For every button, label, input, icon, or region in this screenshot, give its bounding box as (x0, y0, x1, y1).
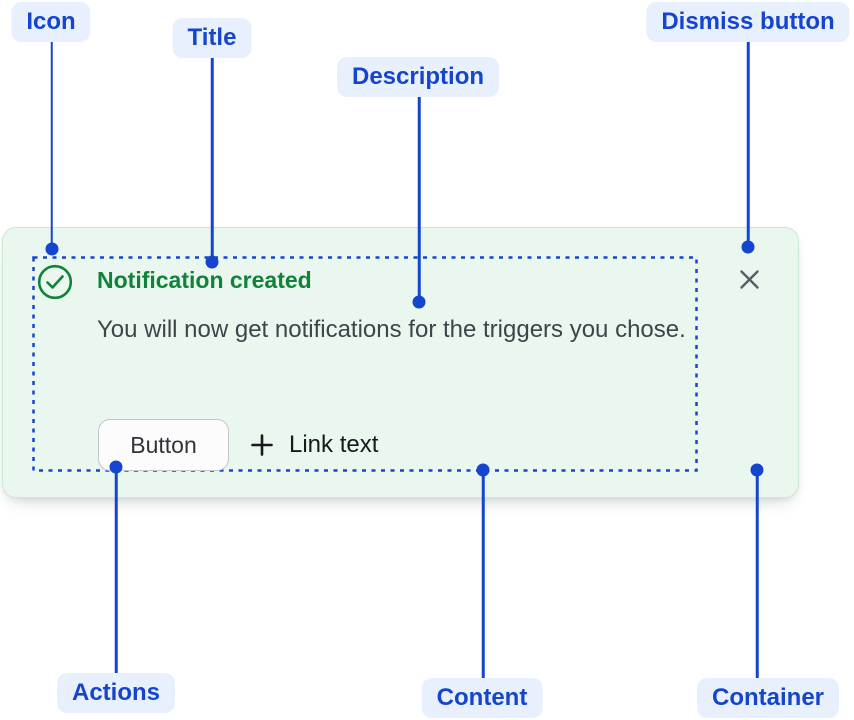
annotation-label-container: Container (696, 678, 840, 718)
connector-line-description (417, 96, 421, 302)
connector-dot-content (476, 463, 490, 477)
connector-dot-description (412, 295, 426, 309)
connector-line-actions (114, 467, 118, 673)
connector-dot-dismiss (741, 240, 755, 254)
notification-container: Notification created You will now get no… (2, 227, 799, 498)
link-action[interactable]: Link text (249, 419, 378, 471)
connector-dot-title (205, 255, 219, 269)
notification-title: Notification created (97, 267, 312, 293)
success-check-icon (36, 263, 74, 301)
annotation-label-title: Title (172, 18, 252, 58)
annotation-label-icon: Icon (11, 2, 91, 42)
annotation-label-content: Content (421, 678, 543, 718)
content-region-outline (32, 256, 698, 472)
connector-line-content (481, 470, 485, 678)
connector-line-title (210, 58, 214, 262)
annotation-label-description: Description (336, 57, 500, 97)
link-text: Link text (289, 431, 379, 458)
connector-line-icon (50, 42, 53, 249)
connector-dot-container (750, 463, 764, 477)
connector-dot-icon (45, 242, 58, 256)
dismiss-button[interactable] (729, 259, 769, 299)
plus-icon (249, 432, 275, 458)
notification-description: You will now get notifications for the t… (97, 316, 686, 343)
connector-line-dismiss (746, 41, 750, 247)
connector-line-container (755, 470, 759, 678)
annotation-label-dismiss: Dismiss button (646, 2, 850, 42)
close-icon (739, 269, 759, 289)
annotation-label-actions: Actions (56, 673, 176, 713)
connector-dot-actions (109, 460, 123, 474)
